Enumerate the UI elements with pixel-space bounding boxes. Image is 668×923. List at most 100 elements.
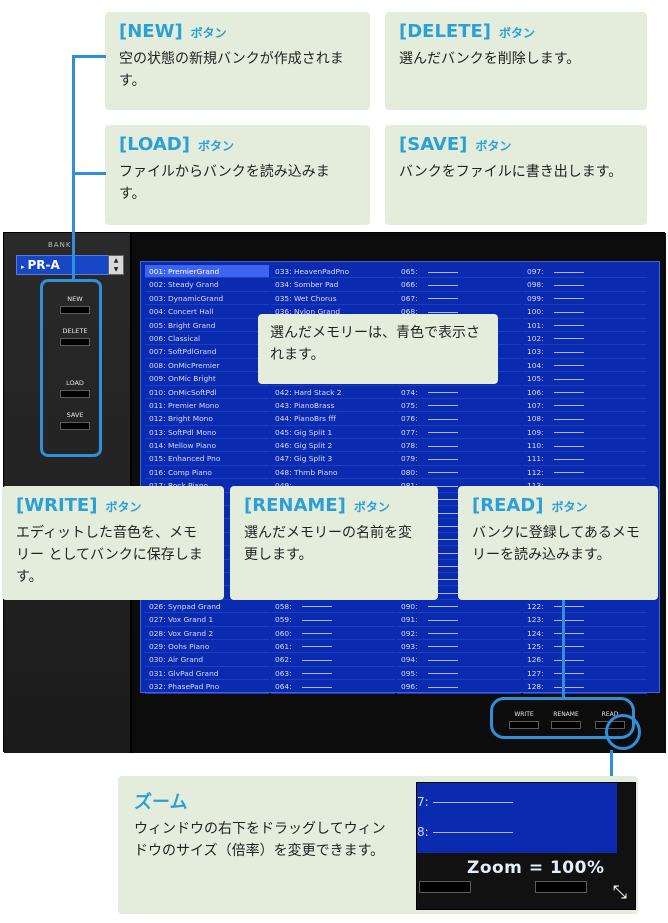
load-callout-desc: ファイルからバンクを読み込みます。: [119, 164, 330, 202]
save-callout-desc: バンクをファイルに書き出します。: [399, 164, 623, 180]
memory-item[interactable]: 001: PremierGrand: [145, 265, 269, 279]
memory-item[interactable]: 093:: [397, 640, 521, 654]
memory-item[interactable]: 065:: [397, 265, 521, 279]
read-callout: [READ]ボタン バンクに登録してあるメモリーを読み込みます。: [458, 486, 658, 600]
memory-item[interactable]: 079:: [397, 452, 521, 466]
delete-button[interactable]: DELETE: [56, 327, 94, 346]
memory-item[interactable]: 008: OnMicPremier: [145, 359, 269, 373]
write-button-label: WRITE: [514, 711, 534, 718]
memory-item[interactable]: 101:: [523, 319, 647, 332]
memory-item[interactable]: 109:: [523, 426, 647, 440]
memory-item[interactable]: 111:: [523, 452, 647, 466]
memory-item[interactable]: 034: Somber Pad: [271, 278, 395, 292]
memory-item[interactable]: 011: Premier Mono: [145, 399, 269, 413]
memory-item[interactable]: 076:: [397, 412, 521, 426]
zoom-line-2: 8:: [417, 825, 513, 839]
memory-item[interactable]: 003: DynamicGrand: [145, 292, 269, 306]
memory-item[interactable]: 110:: [523, 439, 647, 453]
memory-item[interactable]: 105:: [523, 372, 647, 386]
memory-item[interactable]: 097:: [523, 265, 647, 279]
memory-item[interactable]: 080:: [397, 466, 521, 480]
memory-item[interactable]: 077:: [397, 426, 521, 440]
memory-item[interactable]: 066:: [397, 278, 521, 292]
resize-corner-highlight: [605, 714, 641, 750]
memory-item[interactable]: 031: GlvPad Grand: [145, 667, 269, 681]
memory-item[interactable]: 062:: [271, 653, 395, 667]
memory-item[interactable]: 045: Gig Split 1: [271, 426, 395, 440]
memory-item[interactable]: 090:: [397, 600, 521, 614]
memory-item[interactable]: 126:: [523, 653, 647, 667]
memory-item[interactable]: 108:: [523, 412, 647, 426]
memory-item[interactable]: 100:: [523, 305, 647, 319]
memory-item[interactable]: 007: SoftPdlGrand: [145, 345, 269, 359]
memory-item[interactable]: 042: Hard Stack 2: [271, 386, 395, 399]
load-button[interactable]: LOAD: [56, 379, 94, 398]
memory-item[interactable]: 014: Mellow Piano: [145, 439, 269, 453]
memory-item[interactable]: 106:: [523, 386, 647, 399]
memory-item[interactable]: 074:: [397, 386, 521, 399]
memory-item[interactable]: 112:: [523, 466, 647, 480]
memory-item[interactable]: 128:: [523, 680, 647, 694]
memory-item[interactable]: 004: Concert Hall: [145, 305, 269, 319]
memory-item[interactable]: 096:: [397, 680, 521, 694]
memory-item[interactable]: 098:: [523, 278, 647, 292]
rename-button[interactable]: RENAME: [548, 711, 584, 729]
write-callout: [WRITE]ボタン エディットした音色を、メモリー としてバンクに保存します。: [2, 486, 224, 600]
memory-item[interactable]: 048: Thmb Piano: [271, 466, 395, 480]
rename-callout: [RENAME]ボタン 選んだメモリーの名前を変更します。: [230, 486, 438, 600]
memory-item[interactable]: 044: PianoBrs fff: [271, 412, 395, 426]
memory-item[interactable]: 103:: [523, 345, 647, 359]
memory-item[interactable]: 095:: [397, 667, 521, 681]
memory-item[interactable]: 094:: [397, 653, 521, 667]
memory-item[interactable]: 061:: [271, 640, 395, 654]
memory-item[interactable]: 033: HeavenPadPno: [271, 265, 395, 279]
memory-item[interactable]: 059:: [271, 613, 395, 627]
memory-item[interactable]: 026: Synpad Grand: [145, 600, 269, 614]
memory-item[interactable]: 002: Steady Grand: [145, 278, 269, 292]
left-buttons-highlight: [40, 279, 102, 457]
memory-item[interactable]: 005: Bright Grand: [145, 319, 269, 332]
memory-item[interactable]: 104:: [523, 359, 647, 373]
save-button[interactable]: SAVE: [56, 411, 94, 430]
memory-item[interactable]: 067:: [397, 292, 521, 306]
memory-item[interactable]: 035: Wet Chorus: [271, 292, 395, 306]
write-button[interactable]: WRITE: [506, 711, 542, 729]
memory-item[interactable]: 092:: [397, 627, 521, 640]
resize-handle-icon[interactable]: ⤡: [612, 882, 627, 903]
memory-item[interactable]: 032: PhasePad Pno: [145, 680, 269, 694]
memory-item[interactable]: 046: Gig Split 2: [271, 439, 395, 453]
memory-item[interactable]: 028: Vox Grand 2: [145, 627, 269, 640]
memory-item[interactable]: 047: Gig Split 3: [271, 452, 395, 466]
memory-item[interactable]: 107:: [523, 399, 647, 413]
memory-item[interactable]: 016: Comp Piano: [145, 466, 269, 480]
memory-item[interactable]: 030: Air Grand: [145, 653, 269, 667]
memory-item[interactable]: 125:: [523, 640, 647, 654]
memory-item[interactable]: 009: OnMic Bright: [145, 372, 269, 386]
memory-item[interactable]: 078:: [397, 439, 521, 453]
memory-item[interactable]: 013: SoftPdl Mono: [145, 426, 269, 440]
memory-item[interactable]: 075:: [397, 399, 521, 413]
memory-item[interactable]: 060:: [271, 627, 395, 640]
memory-item[interactable]: 102:: [523, 332, 647, 346]
memory-item[interactable]: 123:: [523, 613, 647, 627]
memory-item[interactable]: 015: Enhanced Pno: [145, 452, 269, 466]
bank-spin-button[interactable]: ▲▼: [108, 255, 124, 275]
memory-item[interactable]: 091:: [397, 613, 521, 627]
new-button[interactable]: NEW: [56, 295, 94, 314]
memory-item[interactable]: 063:: [271, 667, 395, 681]
memory-item[interactable]: 043: PianoBrass: [271, 399, 395, 413]
memory-item[interactable]: 006: Classical: [145, 332, 269, 346]
memory-item[interactable]: 127:: [523, 667, 647, 681]
memory-item[interactable]: 099:: [523, 292, 647, 306]
memory-item[interactable]: 122:: [523, 600, 647, 614]
memory-item[interactable]: 012: Bright Mono: [145, 412, 269, 426]
spin-down-icon: ▼: [113, 266, 119, 273]
memory-item[interactable]: 010: OnMicSoftPdl: [145, 386, 269, 399]
memory-item[interactable]: 058:: [271, 600, 395, 614]
memory-item[interactable]: 064:: [271, 680, 395, 694]
memory-item[interactable]: 029: Oohs Piano: [145, 640, 269, 654]
zoom-line-1: 7:: [417, 795, 513, 809]
memory-item[interactable]: 027: Vox Grand 1: [145, 613, 269, 627]
delete-callout-title: [DELETE]: [399, 21, 492, 42]
memory-item[interactable]: 124:: [523, 627, 647, 640]
